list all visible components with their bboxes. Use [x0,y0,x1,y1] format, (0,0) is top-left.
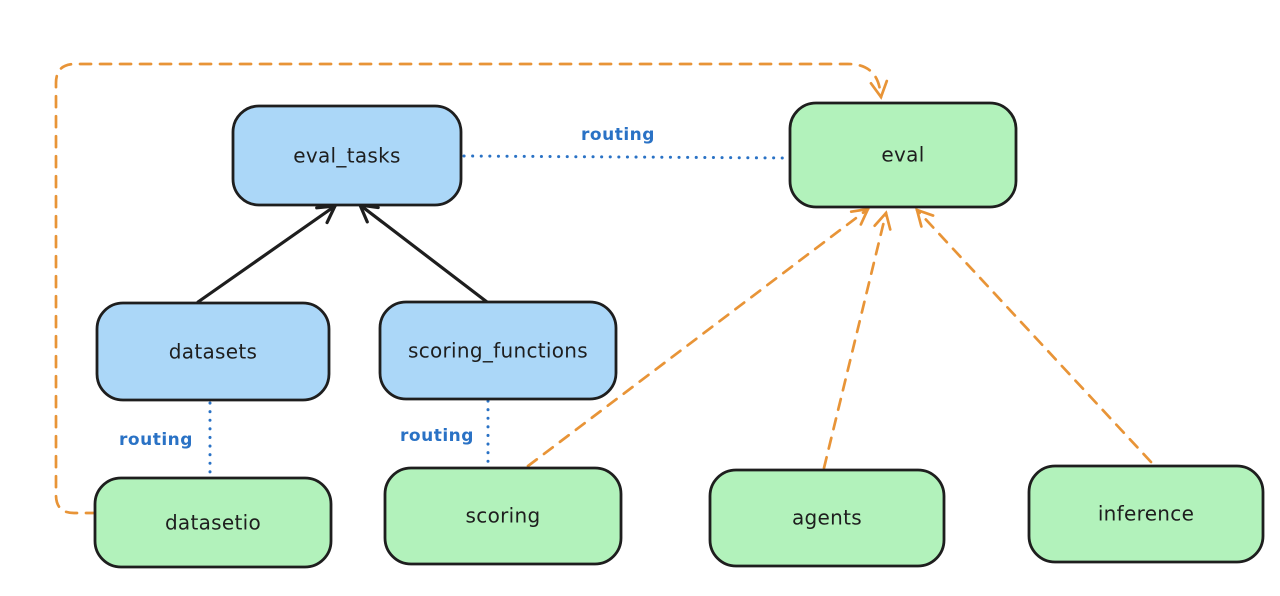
node-eval-tasks: eval_tasks [231,104,463,207]
edge-scoring-functions-to-eval-tasks [357,203,489,304]
node-agents-box [708,468,946,568]
node-scoring-label: scoring [466,504,541,528]
node-scoring-functions-label: scoring_functions [408,339,588,363]
node-scoring: scoring [383,466,623,566]
node-inference-box [1027,464,1265,564]
node-inference: inference [1027,464,1265,564]
edge-label-routing-datasets: routing [119,430,193,450]
node-scoring-functions: scoring_functions [378,300,618,401]
edge-scoring-to-eval [526,207,871,468]
edge-routing-eval-tasks-eval [462,154,790,160]
node-eval-tasks-box [231,104,463,207]
node-inference-label: inference [1098,502,1194,526]
edge-inference-to-eval [915,207,1153,464]
node-datasetio-label: datasetio [165,511,261,535]
edge-label-routing-top: routing [581,125,655,145]
node-datasetio: datasetio [93,476,333,569]
node-eval-tasks-label: eval_tasks [293,144,400,168]
edge-agents-to-eval [822,210,892,470]
node-datasets-label: datasets [169,340,257,364]
node-eval: eval [788,101,1018,209]
node-agents-label: agents [792,506,862,530]
node-datasets-box [95,301,331,402]
edge-datasetio-to-eval [54,62,889,515]
node-scoring-box [383,466,623,566]
node-eval-box [788,101,1018,209]
node-datasets: datasets [95,301,331,402]
edge-datasets-to-eval-tasks [196,204,338,304]
node-datasetio-box [93,476,333,569]
node-eval-label: eval [881,143,924,167]
node-scoring-functions-box [378,300,618,401]
node-agents: agents [708,468,946,568]
edge-label-routing-scoring: routing [400,426,474,446]
